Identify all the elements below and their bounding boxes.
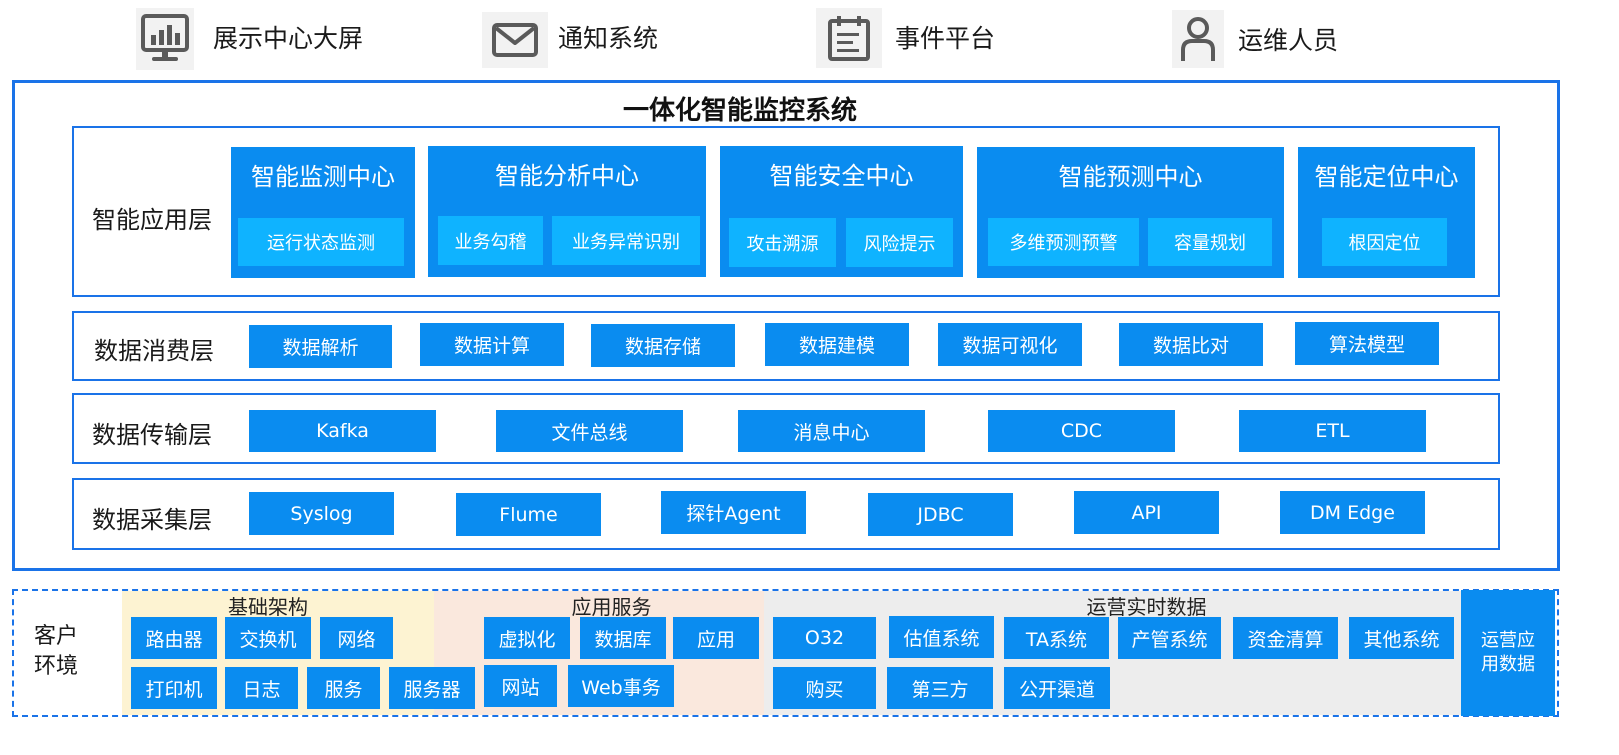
transport-item: CDC [988, 410, 1175, 452]
app-service-item: 网站 [484, 665, 557, 707]
transport-layer-label: 数据传输层 [92, 421, 212, 449]
customer-label-line: 环境 [33, 654, 78, 679]
application-layer-label: 智能应用层 [92, 206, 212, 234]
infra-item: 网络 [320, 617, 393, 659]
consumption-item: 数据可视化 [938, 323, 1082, 366]
collection-item: JDBC [868, 493, 1013, 536]
collection-item: API [1074, 491, 1219, 534]
localization-center: 智能定位中心 根因定位 [1298, 147, 1475, 278]
app-services-region-title: 应用服务 [571, 595, 652, 619]
consumer-label-notification: 通知系统 [558, 24, 659, 53]
infra-item: 服务器 [389, 667, 475, 709]
consumption-layer-label: 数据消费层 [94, 337, 214, 365]
ops-item: 公开渠道 [1004, 667, 1110, 709]
consumption-item: 数据存储 [591, 324, 735, 367]
transport-item: 文件总线 [496, 410, 683, 452]
ops-data-line: 用数据 [1481, 654, 1535, 675]
collection-item: 探针Agent [661, 491, 806, 534]
calendar-icon [816, 8, 882, 68]
transport-item: Kafka [249, 410, 436, 452]
monitor-chart-icon [136, 8, 194, 70]
consumer-label-display-center: 展示中心大屏 [213, 24, 364, 53]
consumption-item: 数据计算 [420, 323, 564, 366]
center-title: 智能监测中心 [251, 163, 395, 191]
ops-item: 其他系统 [1349, 617, 1454, 659]
system-frame [12, 80, 1560, 571]
collection-item: Flume [456, 493, 601, 536]
person-icon [1172, 10, 1224, 68]
center-title: 智能预测中心 [1058, 163, 1203, 191]
sub-box: 业务异常识别 [552, 216, 700, 265]
ops-realtime-region-title: 运营实时数据 [1086, 595, 1207, 619]
sub-box: 风险提示 [846, 218, 953, 267]
app-service-item: 数据库 [580, 617, 666, 659]
infra-item: 打印机 [131, 667, 217, 709]
ops-item: 估值系统 [889, 616, 994, 658]
collection-item: DM Edge [1280, 491, 1425, 534]
system-title: 一体化智能监控系统 [622, 96, 857, 126]
sub-box: 容量规划 [1148, 218, 1272, 266]
ops-item: TA系统 [1004, 617, 1109, 659]
ops-item: 资金清算 [1233, 617, 1338, 659]
security-center: 智能安全中心 攻击溯源 风险提示 [720, 146, 963, 277]
consumer-label-event-platform: 事件平台 [895, 24, 996, 53]
ops-item: O32 [773, 617, 876, 659]
sub-box: 根因定位 [1322, 218, 1447, 266]
center-title: 智能安全中心 [769, 162, 914, 190]
customer-environment-label: 客户 环境 [22, 622, 90, 682]
collection-layer-label: 数据采集层 [92, 506, 212, 534]
infra-item: 交换机 [225, 617, 311, 659]
mail-icon [482, 12, 548, 68]
ops-data-line: 运营应 [1481, 630, 1535, 651]
transport-item: 消息中心 [738, 410, 925, 452]
collection-item: Syslog [249, 492, 394, 535]
sub-box: 运行状态监测 [238, 218, 404, 266]
consumer-label-ops-staff: 运维人员 [1238, 26, 1339, 55]
consumption-item: 算法模型 [1295, 322, 1439, 365]
infra-item: 路由器 [131, 617, 217, 659]
monitoring-center: 智能监测中心 运行状态监测 [231, 147, 415, 278]
ops-realtime-region [764, 591, 1461, 715]
ops-application-data: 运营应 用数据 [1461, 590, 1555, 716]
customer-label-line: 客户 [33, 624, 78, 649]
transport-item: ETL [1239, 410, 1426, 452]
sub-box: 业务勾稽 [438, 216, 543, 265]
customer-environment [12, 589, 1559, 717]
app-service-item: 应用 [673, 617, 759, 659]
app-service-item: 虚拟化 [484, 617, 570, 659]
sub-box: 攻击溯源 [729, 218, 836, 267]
ops-item: 产管系统 [1118, 617, 1221, 659]
prediction-center: 智能预测中心 多维预测预警 容量规划 [977, 147, 1284, 278]
app-service-item: Web事务 [568, 665, 674, 707]
consumption-item: 数据解析 [249, 325, 392, 368]
infra-region-title: 基础架构 [228, 595, 308, 619]
ops-item: 购买 [773, 667, 876, 709]
infra-item: 服务 [307, 667, 380, 709]
consumption-item: 数据建模 [765, 323, 909, 366]
consumption-item: 数据比对 [1119, 323, 1263, 366]
ops-item: 第三方 [887, 667, 993, 709]
infra-item: 日志 [225, 667, 298, 709]
center-title: 智能分析中心 [495, 162, 639, 190]
center-title: 智能定位中心 [1314, 163, 1459, 191]
sub-box: 多维预测预警 [988, 218, 1139, 266]
analysis-center: 智能分析中心 业务勾稽 业务异常识别 [428, 146, 706, 277]
